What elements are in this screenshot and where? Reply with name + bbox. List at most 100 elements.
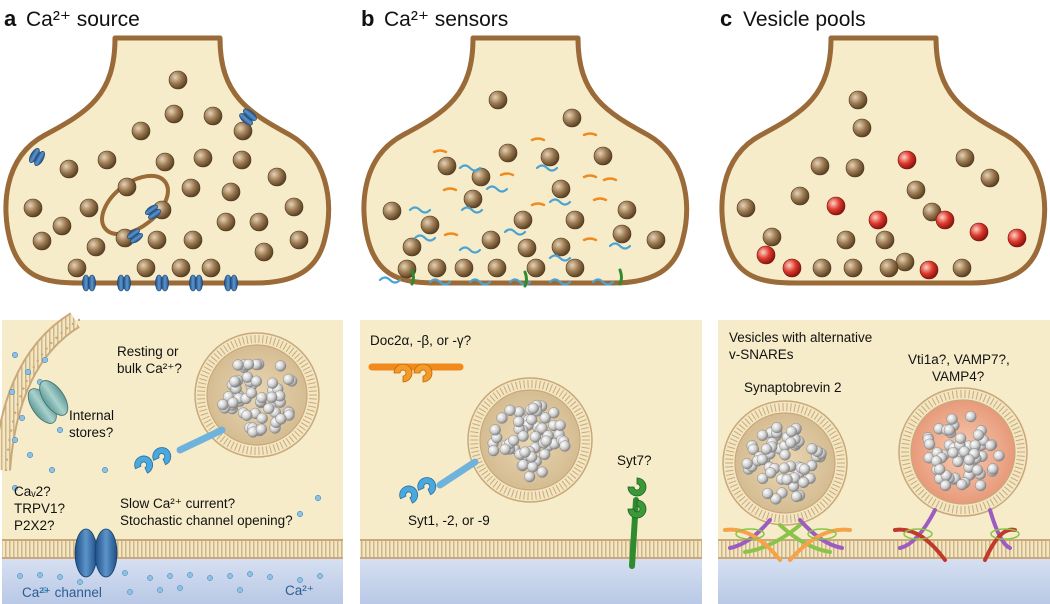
calcium-channel-icon bbox=[126, 228, 144, 244]
vesicle bbox=[164, 104, 184, 124]
small-vesicle bbox=[741, 458, 753, 470]
synaptotagmin-mark bbox=[548, 198, 572, 206]
small-vesicle bbox=[972, 429, 985, 441]
small-vesicle bbox=[798, 476, 810, 488]
small-vesicle bbox=[762, 487, 774, 500]
doc2-mark bbox=[582, 132, 598, 137]
calcium-channel-icon bbox=[155, 274, 169, 292]
synaptotagmin-icon bbox=[134, 447, 172, 474]
terminal-c bbox=[719, 35, 1048, 286]
vesicle bbox=[488, 90, 508, 110]
small-vesicle bbox=[508, 434, 520, 446]
er-lipid bbox=[22, 387, 25, 390]
small-vesicle bbox=[527, 402, 539, 414]
calcium-channel-icon bbox=[189, 274, 203, 292]
synaptotagmin-mark bbox=[428, 278, 452, 286]
small-vesicle bbox=[548, 407, 560, 419]
label-alt-vsnares-1: Vesicles with alternative bbox=[729, 330, 872, 345]
lipid-bilayer bbox=[901, 390, 1025, 514]
vesicle bbox=[810, 156, 830, 176]
doc2-mark bbox=[592, 197, 608, 202]
small-vesicle bbox=[971, 464, 984, 476]
panel-b-labels: Doc2α, -β, or -γ? Syt7? Syt1, -2, or -9 bbox=[370, 333, 652, 528]
vesicle bbox=[437, 156, 457, 176]
panel-b-letter: b bbox=[361, 6, 374, 31]
label-slow-current: Slow Ca²⁺ current? bbox=[120, 496, 235, 511]
vesicle bbox=[487, 258, 507, 278]
doc2-mark bbox=[582, 174, 598, 179]
panel-b-detail-art bbox=[368, 363, 647, 569]
calcium-ion bbox=[11, 484, 19, 492]
t-snare-syntaxin bbox=[723, 527, 782, 562]
doc2-mark bbox=[442, 187, 458, 192]
small-vesicle bbox=[245, 387, 258, 399]
vesicle bbox=[736, 198, 756, 218]
vesicle bbox=[879, 258, 899, 278]
small-vesicle bbox=[524, 471, 536, 483]
lipid-bilayer bbox=[725, 403, 845, 523]
calcium-ion bbox=[57, 574, 63, 580]
small-vesicle bbox=[799, 463, 811, 475]
small-vesicle bbox=[956, 479, 968, 491]
detail-illustrations bbox=[4, 318, 1028, 595]
small-vesicle bbox=[765, 467, 777, 479]
small-vesicle bbox=[770, 493, 782, 505]
small-vesicle bbox=[255, 423, 267, 435]
calcium-ion bbox=[77, 579, 83, 585]
syt7-mark bbox=[618, 268, 623, 286]
small-vesicle bbox=[241, 409, 253, 421]
er-lipid bbox=[4, 468, 8, 472]
vesicle-contents bbox=[217, 358, 298, 438]
vesicle bbox=[513, 210, 533, 230]
vesicle bbox=[249, 212, 269, 232]
small-vesicle bbox=[947, 447, 959, 459]
small-vesicle bbox=[275, 413, 287, 425]
vesicle-red bbox=[782, 258, 802, 278]
terminal-a bbox=[3, 35, 332, 292]
snare-complex-ring bbox=[990, 528, 1020, 540]
vesicle bbox=[551, 237, 571, 257]
small-vesicle bbox=[993, 450, 1005, 462]
synaptotagmin-icon bbox=[399, 477, 437, 504]
vesicle-contents bbox=[922, 410, 1005, 492]
small-vesicle bbox=[242, 358, 255, 371]
vesicle bbox=[131, 121, 151, 141]
vesicle-red bbox=[935, 210, 955, 230]
vesicle bbox=[852, 118, 872, 138]
small-vesicle bbox=[496, 412, 508, 424]
snare-complex-ring bbox=[903, 528, 933, 540]
small-vesicle bbox=[536, 422, 548, 434]
small-vesicle bbox=[785, 437, 797, 449]
er-lipid bbox=[40, 353, 44, 356]
vesicle bbox=[845, 158, 865, 178]
vesicle bbox=[203, 106, 223, 126]
small-vesicle bbox=[517, 430, 529, 442]
er-lipid bbox=[45, 347, 48, 350]
label-trpv1: TRPV1? bbox=[14, 501, 65, 516]
calcium-ion bbox=[26, 451, 34, 459]
syt7-mark bbox=[410, 268, 415, 286]
small-vesicle bbox=[554, 419, 566, 431]
vesicle bbox=[79, 198, 99, 218]
er-lipid bbox=[60, 331, 63, 335]
vesicle bbox=[233, 121, 253, 141]
panel-c-header: c Vesicle pools bbox=[720, 6, 866, 31]
small-vesicle bbox=[217, 399, 229, 411]
calcium-ion bbox=[207, 575, 213, 581]
panel-b-header: b Ca²⁺ sensors bbox=[361, 6, 508, 31]
vesicle bbox=[646, 230, 666, 250]
calcium-ion bbox=[24, 368, 32, 376]
vesicle bbox=[836, 230, 856, 250]
small-vesicle bbox=[975, 479, 987, 492]
calcium-ion bbox=[37, 572, 43, 578]
vesicle bbox=[181, 178, 201, 198]
label-ca-ion: Ca²⁺ bbox=[285, 583, 314, 598]
er-lipid bbox=[55, 336, 58, 339]
small-vesicle bbox=[943, 424, 956, 436]
small-vesicle bbox=[519, 446, 531, 458]
vesicle bbox=[955, 148, 975, 168]
label-syt7: Syt7? bbox=[617, 453, 652, 468]
small-vesicle bbox=[771, 421, 783, 434]
er-lipid bbox=[11, 420, 15, 423]
